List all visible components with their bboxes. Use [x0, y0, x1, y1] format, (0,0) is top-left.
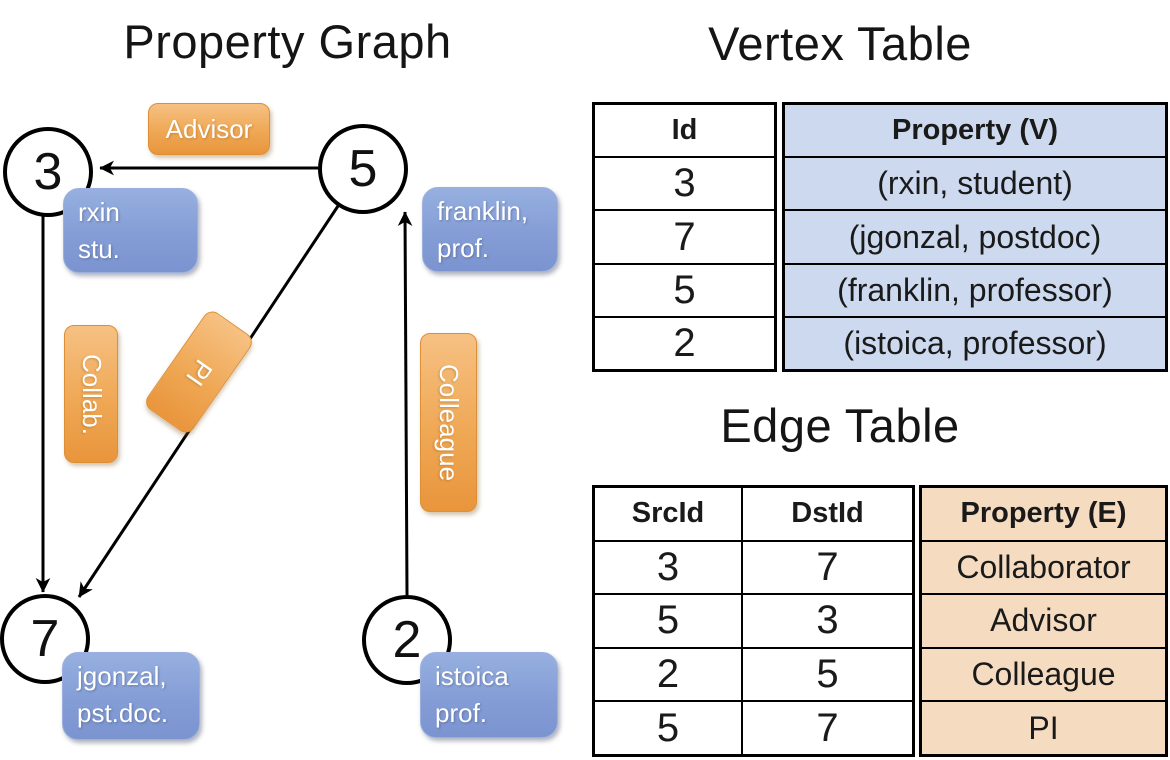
- property-graph-title: Property Graph: [123, 15, 452, 68]
- node-property-box-jgonzal: jgonzal, pst.doc.: [62, 652, 200, 740]
- edge-table-cell: 7: [816, 705, 839, 750]
- edge-table-header-row: SrcId DstId: [595, 488, 912, 540]
- edge-label-advisor: Advisor: [148, 103, 270, 155]
- edge-table-ids-columns: SrcId DstId 3 7 5 3 2 5 5 7: [592, 485, 915, 757]
- edge-table-header-property: Property (E): [960, 497, 1127, 530]
- vertex-table-header-property: Property (V): [892, 114, 1058, 147]
- edge-label-colleague: Colleague: [420, 333, 477, 512]
- edge-table-cell: 5: [595, 702, 743, 754]
- edge-table-cell: 2: [595, 648, 743, 701]
- edge-table-cell: Colleague: [922, 646, 1165, 701]
- edge-table-header-dstid: DstId: [791, 497, 864, 530]
- edge-table-cell: 7: [816, 544, 839, 589]
- edge-table-header-srcid: SrcId: [595, 488, 743, 540]
- vertex-table-id-column: Id 3 7 5 2: [592, 102, 777, 372]
- node-id-label: 3: [33, 143, 63, 201]
- node-circle-5: 5: [318, 124, 408, 214]
- node-circle-7: 7: [0, 594, 90, 684]
- edge-table-cell: Advisor: [922, 593, 1165, 647]
- node-property-box-rxin: rxin stu.: [63, 188, 198, 273]
- edge-table-row: 2 5: [595, 646, 912, 701]
- edge-table-cell: 3: [595, 541, 743, 594]
- vertex-table-cell: 7: [595, 209, 774, 262]
- vertex-table-cell: (istoica, professor): [785, 315, 1165, 369]
- edge-table-cell: Collaborator: [922, 539, 1165, 594]
- edge-label-text: PI: [180, 353, 219, 391]
- vertex-table-cell: 3: [595, 156, 774, 209]
- edge-table-property-column: Property (E) Collaborator Advisor Collea…: [919, 485, 1168, 757]
- edge-table-cell: 5: [816, 652, 839, 697]
- vertex-table-cell: (franklin, professor): [785, 262, 1165, 316]
- edge-label-text: Advisor: [165, 113, 253, 144]
- edge-table-cell: PI: [922, 700, 1165, 754]
- vertex-table-title: Vertex Table: [708, 17, 972, 70]
- vertex-table-cell: 5: [595, 262, 774, 316]
- vertex-table-header-id: Id: [671, 114, 698, 147]
- edge-table-row: 5 3: [595, 593, 912, 647]
- edge-line-2-to-5-colleague: [397, 211, 413, 596]
- edge-label-collab: Collab.: [64, 325, 118, 463]
- node-id-label: 7: [30, 610, 60, 668]
- edge-label-text: Colleague: [434, 363, 464, 482]
- node-id-label: 5: [348, 140, 378, 198]
- node-property-box-istoica: istoica prof.: [420, 652, 558, 738]
- vertex-table-cell: (rxin, student): [785, 156, 1165, 209]
- edge-table-row: 3 7: [595, 539, 912, 594]
- vertex-table-cell: (jgonzal, postdoc): [785, 209, 1165, 262]
- node-id-label: 2: [392, 611, 422, 669]
- vertex-table-property-column: Property (V) (rxin, student) (jgonzal, p…: [782, 102, 1168, 372]
- node-property-box-franklin: franklin, prof.: [422, 187, 558, 272]
- edge-table-title: Edge Table: [720, 399, 960, 452]
- edge-table-cell: 3: [816, 598, 839, 643]
- vertex-table-cell: 2: [595, 315, 774, 369]
- edge-table-cell: 5: [595, 595, 743, 647]
- edge-label-text: Collab.: [76, 353, 107, 435]
- edge-table-row: 5 7: [595, 700, 912, 754]
